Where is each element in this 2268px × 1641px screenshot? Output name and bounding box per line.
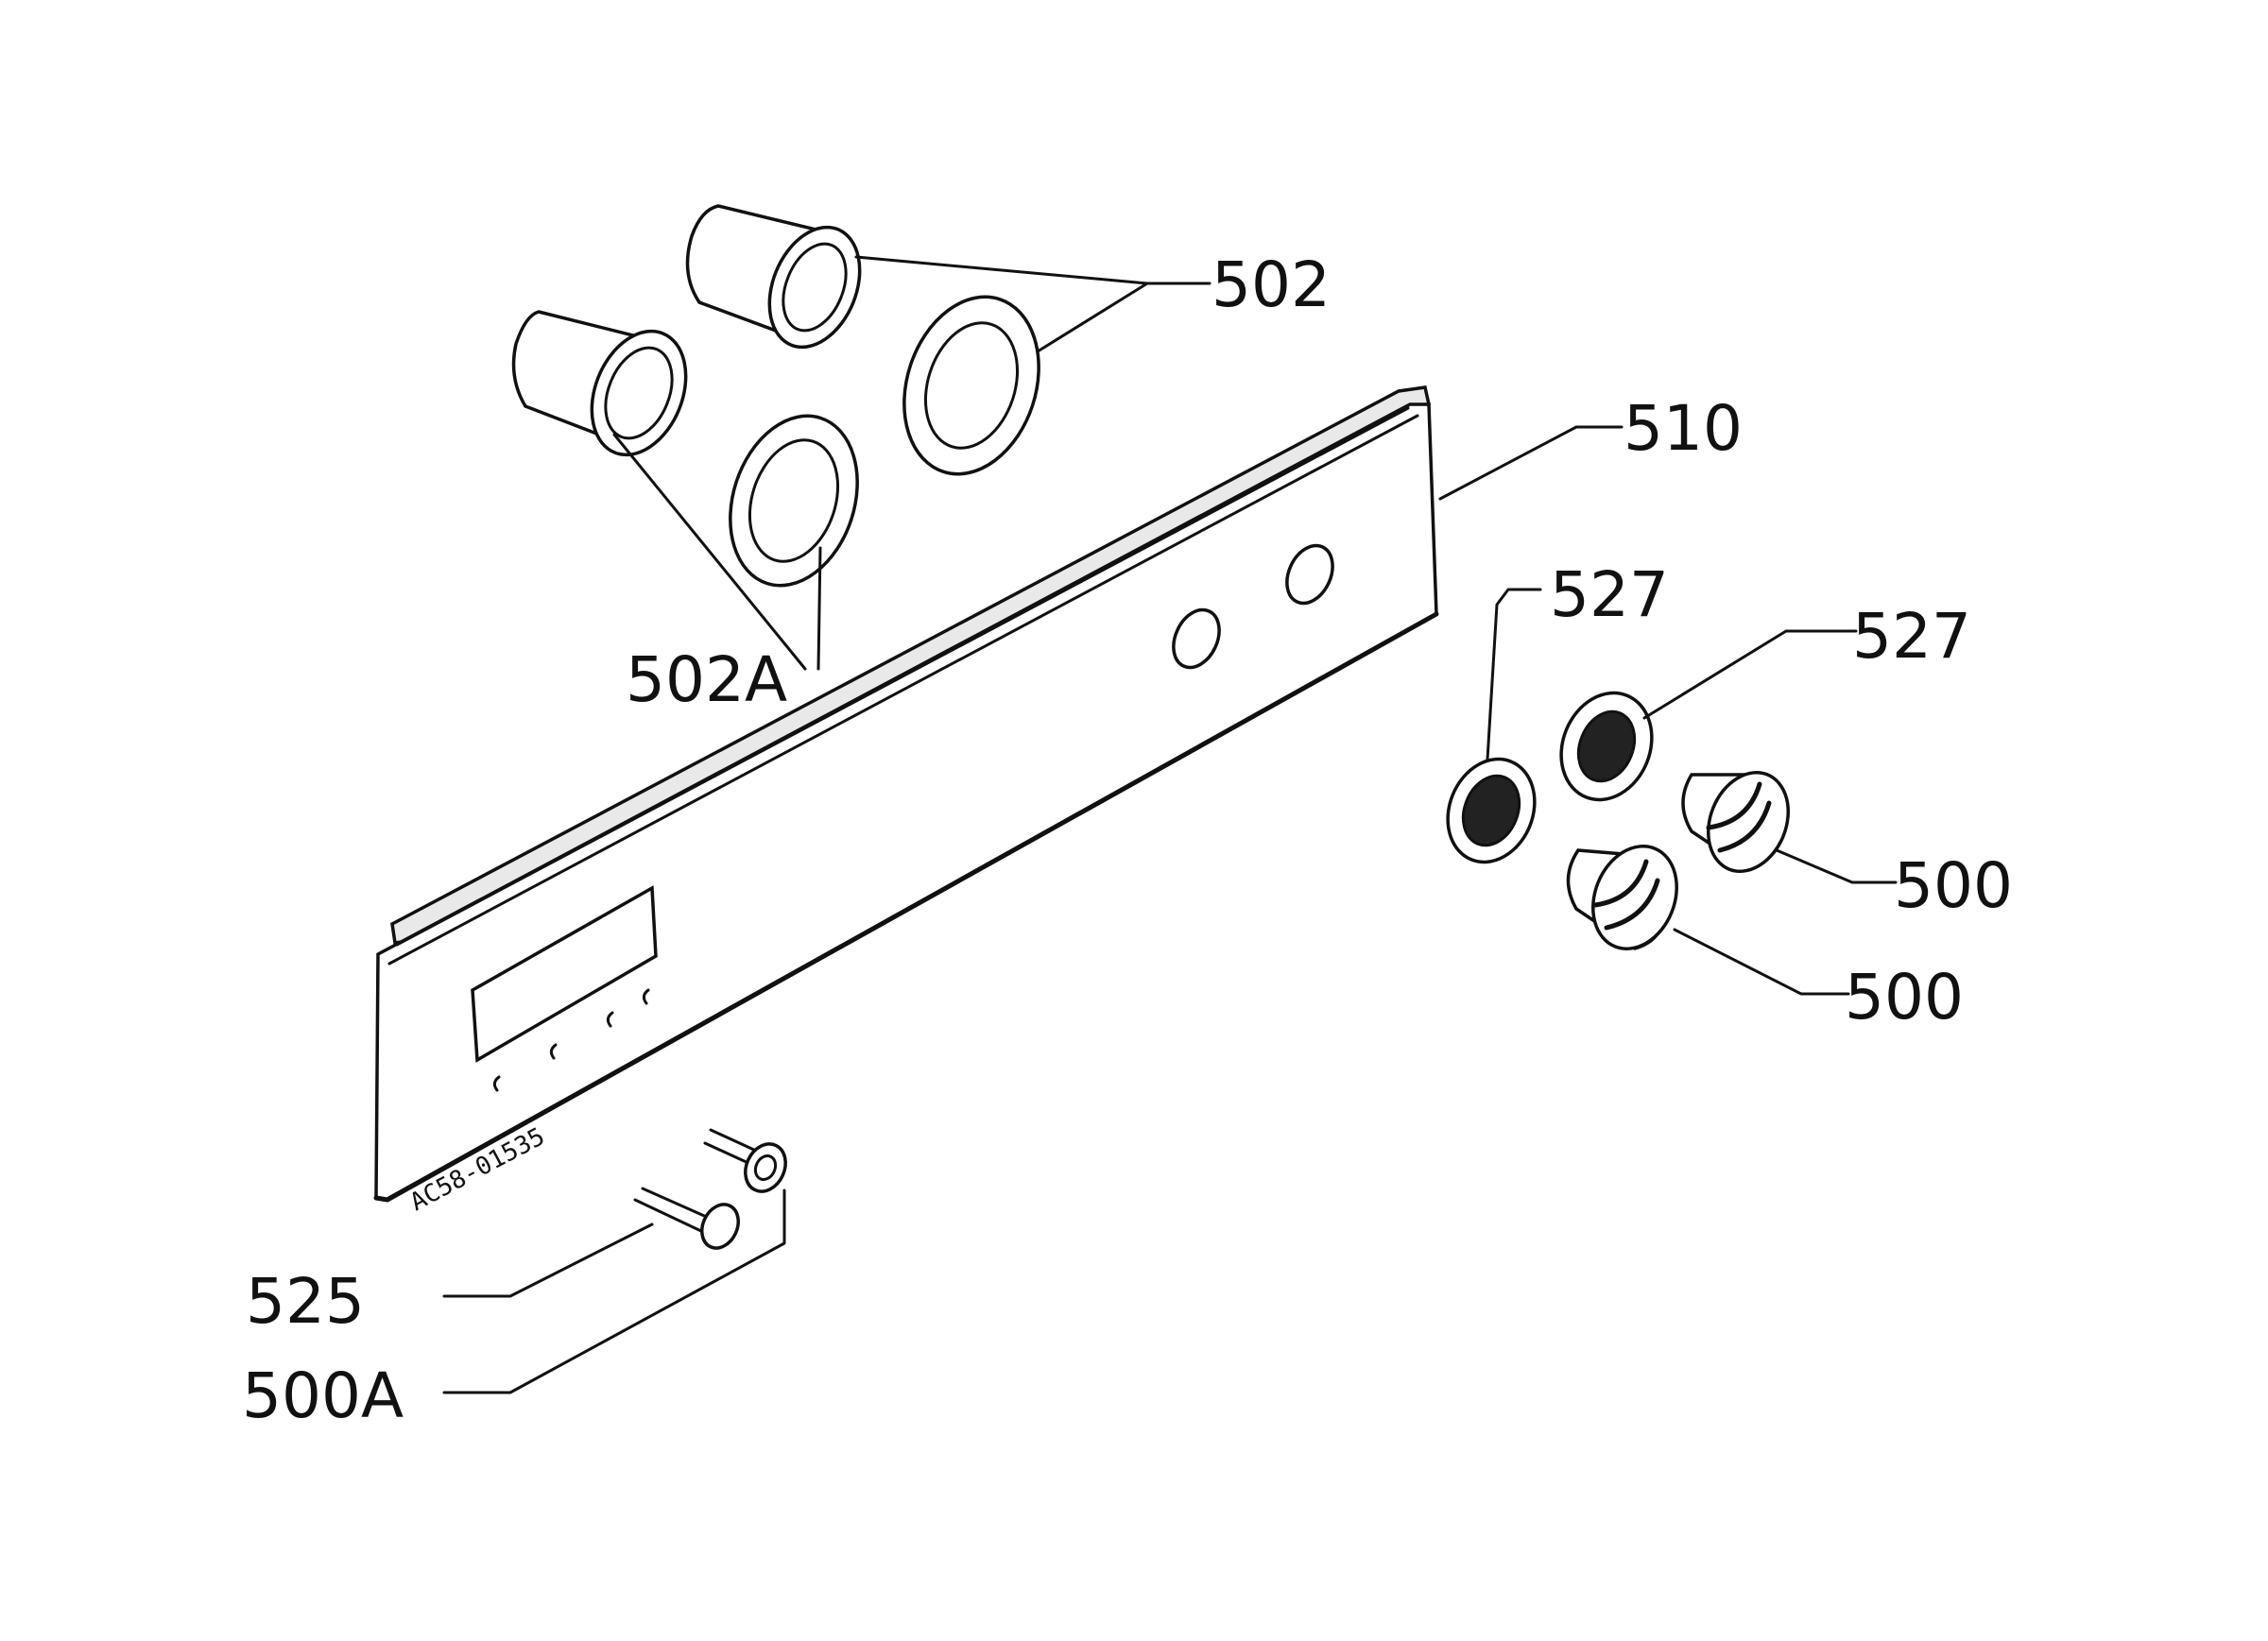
label-502: 502 [1211,248,1331,321]
knob-bezel-right-527 [1559,691,1654,802]
knob-hole [1285,543,1334,606]
display-window [471,885,658,1063]
label-525: 525 [246,1265,365,1338]
label-502a: 502A [626,643,787,716]
screw-525 [633,1187,740,1250]
knob-upper-500 [1681,770,1790,874]
knob-sleeve-left [511,310,688,457]
knob-ring-lower [729,414,859,588]
knob-ring-right [902,295,1040,476]
leader-lines [442,255,1898,1394]
label-500-lower: 500 [1845,961,1964,1034]
label-527-right: 527 [1852,600,1971,673]
label-527-left: 527 [1550,558,1669,631]
control-panel-510: AC58-01535 [373,385,1439,1217]
knob-lower-500 [1566,844,1678,951]
label-500-upper: 500 [1894,849,2013,922]
label-510: 510 [1624,392,1743,465]
knob-hole [1172,607,1221,670]
callout-labels: 502 502A 510 527 527 500 500 525 500A [242,248,2013,1432]
knob-bezel-left-527 [1446,757,1537,864]
knob-sleeve-top [685,204,862,350]
screw-500a [703,1128,787,1193]
label-500a: 500A [242,1359,404,1432]
